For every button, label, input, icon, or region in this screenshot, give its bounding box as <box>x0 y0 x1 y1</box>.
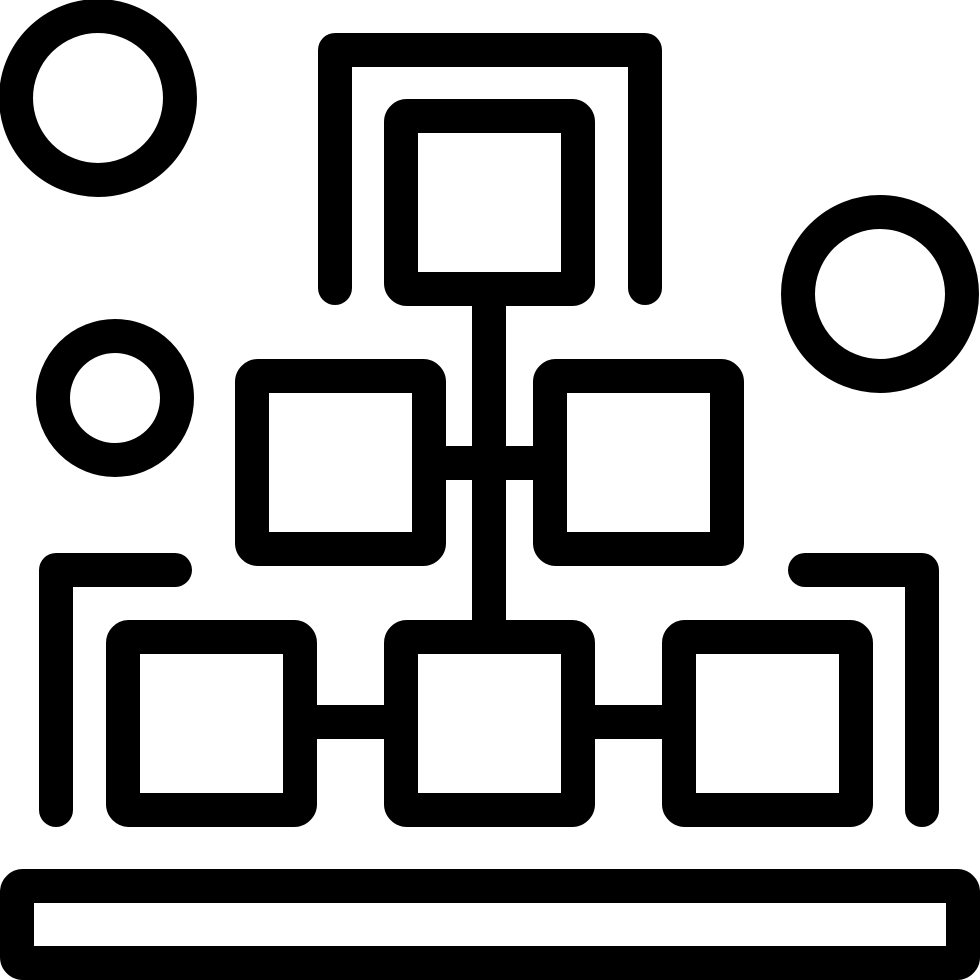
circle-left-icon <box>36 319 194 477</box>
middle-left-node-box <box>235 359 446 566</box>
top-bracket <box>318 33 662 305</box>
circle-right-icon <box>781 195 979 393</box>
left-bracket <box>39 553 192 827</box>
bottom-left-node-box <box>106 620 317 827</box>
circle-top-left-icon <box>0 0 197 197</box>
right-bracket <box>788 553 939 827</box>
bottom-center-node-box <box>384 620 595 827</box>
middle-right-node-box <box>533 359 744 566</box>
top-node-box <box>384 99 595 306</box>
base-bar <box>0 869 980 980</box>
bottom-right-node-box <box>662 620 873 827</box>
